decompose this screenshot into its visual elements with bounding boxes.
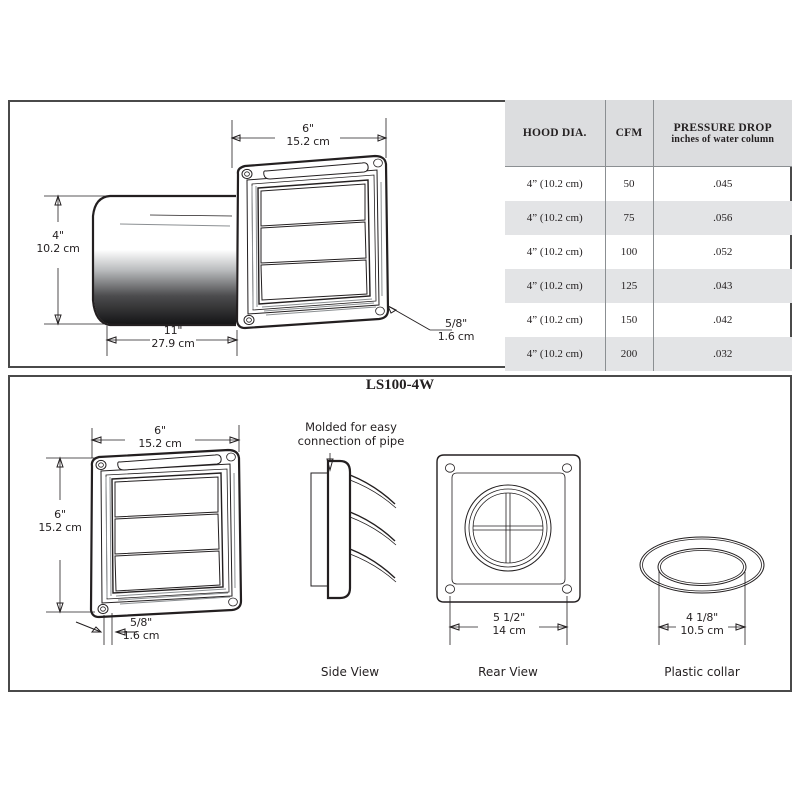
dim-front-height-cm: 15.2 cm [38,520,82,534]
header-cfm: CFM [604,100,653,167]
dim-iso-flange: 5/8" 1.6 cm [425,317,487,344]
screw-holes-rear [444,463,573,594]
duct-pipe [91,194,236,327]
header-pressure-drop-sub: inches of water column [671,133,775,145]
table-row: 4” (10.2 cm)200.032 [505,336,792,371]
cell-pressure-drop: .043 [652,268,792,303]
cell-pressure-drop: .045 [652,166,792,201]
dim-rear-width: 5 1/2" 14 cm [480,611,538,638]
dim-front-height: 6" 15.2 cm [29,508,91,535]
dim-iso-depth-in: 11" [163,324,183,337]
dim-iso-flange-in: 5/8" [445,317,467,330]
dim-iso-depth-cm: 27.9 cm [151,336,195,350]
table-header-row: HOOD DIA. CFM PRESSURE DROP inches of wa… [505,100,792,167]
dim-iso-width-in: 6" [302,122,314,135]
header-pressure-drop: PRESSURE DROP inches of water column [652,100,792,167]
table-row: 4” (10.2 cm)75.056 [505,200,792,235]
header-hood-dia: HOOD DIA. [505,100,605,167]
plastic-collar [639,536,765,594]
dim-collar-dia-cm: 10.5 cm [680,623,724,637]
dim-iso-duct-dia: 4" 10.2 cm [27,229,89,256]
corner-screws-front [95,452,238,615]
label-plastic-collar: Plastic collar [664,665,740,679]
cell-cfm: 150 [604,302,653,337]
cell-cfm: 50 [604,166,653,201]
dimension-lines-rear [448,596,569,645]
cell-hood-dia: 4” (10.2 cm) [505,336,605,371]
dim-iso-flange-cm: 1.6 cm [437,329,475,343]
dimension-lines-collar [657,570,747,645]
table-row: 4” (10.2 cm) 150.042 [505,302,792,337]
dim-front-height-in: 6" [54,508,66,521]
cell-hood-dia: 4” (10.2 cm) [526,313,583,326]
label-rear-view: Rear View [478,665,538,679]
dimension-lines-front [46,425,241,645]
header-pressure-drop-main: PRESSURE DROP [673,121,772,134]
page-title: LS100-4W [365,377,435,393]
cell-pressure-drop: .042 [652,302,792,337]
dim-front-flange-in: 5/8" [130,616,152,629]
table-row: 4” (10.2 cm)125.043 [505,268,792,303]
cell-pressure-drop: .056 [652,200,792,235]
dim-iso-width-cm: 15.2 cm [286,134,330,148]
cell-pressure-drop: .052 [652,234,792,269]
dim-iso-duct-dia-cm: 10.2 cm [36,241,80,255]
cell-hood-dia: 4” (10.2 cm) [505,200,605,235]
dimension-lines-iso [44,118,452,356]
dim-iso-depth: 11" 27.9 cm [141,324,205,351]
dim-collar-dia: 4 1/8" 10.5 cm [673,611,731,638]
cell-cfm: 125 [604,268,653,303]
table-row: 4” (10.2 cm) 100.052 [505,234,792,269]
cell-hood-dia: 4” (10.2 cm) [505,268,605,303]
cell-pressure-drop: .032 [652,336,792,371]
dim-rear-width-cm: 14 cm [492,623,526,637]
side-view-note-leader [326,453,334,472]
dim-front-width-cm: 15.2 cm [138,436,182,450]
table-row: 4” (10.2 cm) 50.045 [505,166,792,201]
rear-view-plate [436,454,581,603]
molded-pipe-note-line1: Molded for easy [305,420,397,434]
dim-front-flange-cm: 1.6 cm [122,628,160,642]
cell-cfm: 100 [604,234,653,269]
side-view-louver [310,459,397,600]
pressure-drop-table: HOOD DIA. CFM PRESSURE DROP inches of wa… [505,100,792,371]
dim-iso-width: 6" 15.2 cm [277,122,339,149]
dim-iso-duct-dia-in: 4" [52,229,64,242]
label-side-view: Side View [320,665,380,679]
dim-collar-dia-in: 4 1/8" [685,611,719,624]
molded-pipe-note: Molded for easy connection of pipe [288,420,414,449]
front-view-louver [89,448,243,619]
corner-screws-iso [241,158,385,326]
dim-front-flange: 5/8" 1.6 cm [110,616,172,643]
cell-cfm: 75 [604,200,653,235]
cell-hood-dia: 4” (10.2 cm) [526,245,583,258]
molded-pipe-note-line2: connection of pipe [297,434,405,449]
dim-front-width: 6" 15.2 cm [127,424,193,451]
louver-hood-iso [235,154,390,330]
cell-cfm: 200 [604,336,653,371]
dim-front-width-in: 6" [154,424,166,437]
dim-rear-width-in: 5 1/2" [492,611,526,624]
cell-hood-dia: 4” (10.2 cm) [526,177,583,190]
